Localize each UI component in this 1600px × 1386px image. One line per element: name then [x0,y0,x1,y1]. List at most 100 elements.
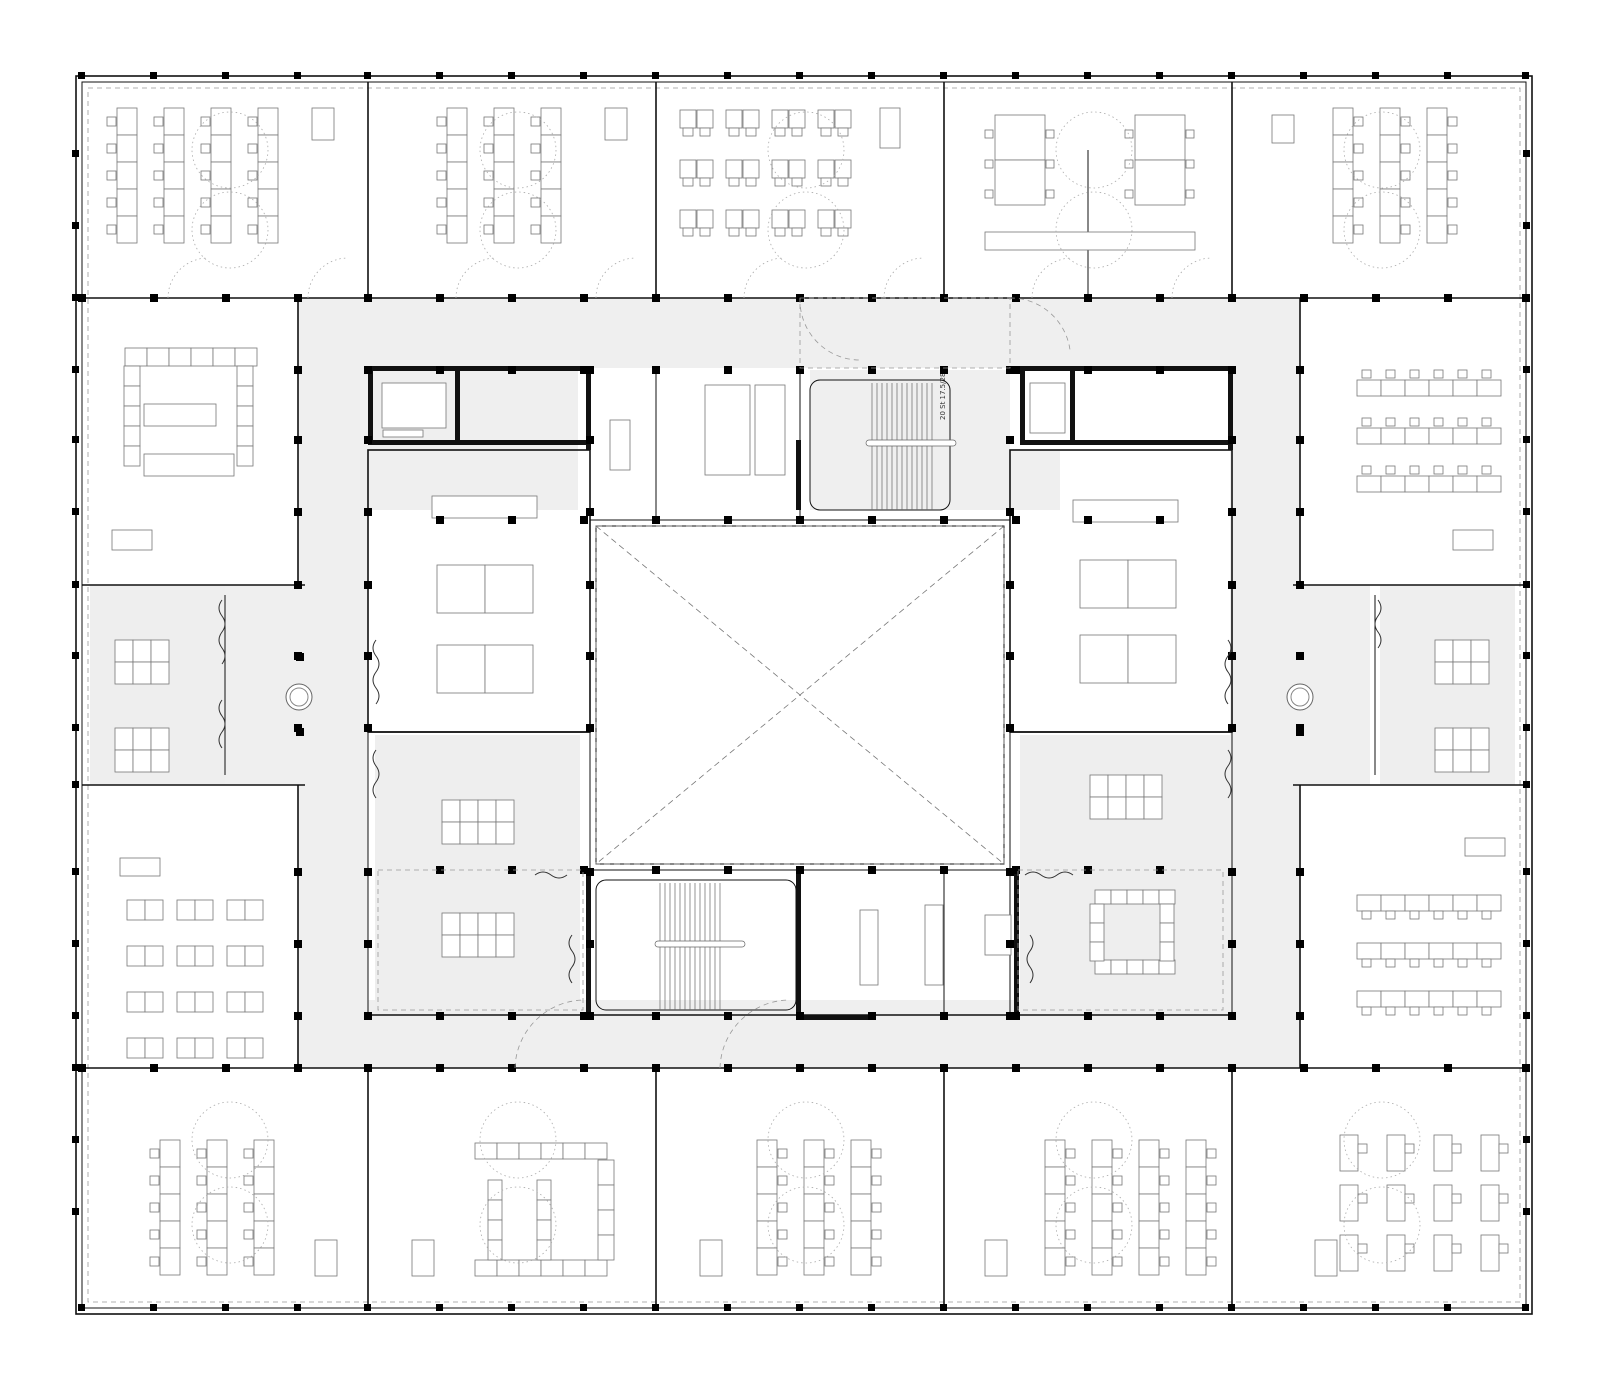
desk [1110,889,1128,905]
chair [153,143,164,154]
desk [176,1037,196,1059]
chair [1159,1148,1170,1159]
desk [1159,903,1175,924]
desk [1107,796,1127,820]
chair [149,1256,160,1267]
desk [1380,942,1406,960]
column [1523,1064,1530,1071]
chair [1185,159,1195,169]
desk [210,134,232,163]
column [1523,940,1530,947]
desk [1404,942,1430,960]
column [1156,516,1164,524]
chair [1481,958,1492,968]
chair [1400,143,1411,154]
desk [411,1239,435,1277]
desk [1452,727,1472,751]
desk [756,1220,778,1249]
desk [1185,1220,1207,1249]
chair [1361,417,1372,427]
chair [1353,170,1364,181]
desk [540,161,562,190]
desk [1452,990,1478,1008]
desk [159,1220,181,1249]
chair [824,1256,835,1267]
chair [1409,369,1420,379]
chair [1385,369,1396,379]
stair-north: 20 St 17.5/28.0 [809,366,957,511]
desk [850,1193,872,1222]
desk [1470,727,1490,751]
desk [441,799,461,823]
desk [1426,134,1448,163]
column [72,652,79,659]
column [796,72,803,79]
desk [1434,639,1454,663]
column [652,866,660,874]
desk [1126,889,1144,905]
chair [1385,465,1396,475]
clearance-circle [1055,191,1133,269]
desk [1138,1247,1160,1276]
desk [1339,1184,1359,1222]
column [1012,1064,1020,1072]
atrium-void [595,525,1005,865]
column [364,868,372,876]
chair [1447,143,1458,154]
column [72,294,79,301]
chair [1451,1193,1462,1204]
desk [1110,959,1128,975]
chair [1498,1193,1509,1204]
curtains [218,599,1382,984]
column [580,72,587,79]
desk [116,107,138,136]
desk [1125,774,1145,798]
column [150,1064,158,1072]
clearance-circle [1343,1186,1421,1264]
desk [236,385,254,407]
desk [1094,959,1112,975]
desk [584,1259,608,1277]
desk [116,188,138,217]
column [294,868,302,876]
desk [536,1219,552,1241]
chair [1065,1202,1076,1213]
desk [725,109,743,129]
column [796,1064,804,1072]
clearance-circle [1055,1186,1133,1264]
column [580,1304,587,1311]
desk [1142,889,1160,905]
desk [834,109,852,129]
column [1006,436,1014,444]
chair [777,1229,788,1240]
desk [756,1247,778,1276]
desk [1380,894,1406,912]
desk [699,1239,723,1277]
desk [756,1166,778,1195]
desk [1332,134,1354,163]
clearance-circle [191,111,269,189]
chair [1481,465,1492,475]
desk [1159,922,1175,943]
desk [1480,1234,1500,1272]
desk [257,134,279,163]
column [1228,1064,1236,1072]
chair [483,197,494,208]
column [508,366,516,374]
chair [791,227,803,237]
clearance-circle [479,111,557,189]
desk [1426,107,1448,136]
column [868,866,876,874]
desk [696,109,714,129]
desk [1356,379,1382,397]
chair [871,1148,882,1159]
column [580,294,588,302]
chair [824,1148,835,1159]
desk [1404,990,1430,1008]
chair [149,1229,160,1240]
desk [1089,796,1109,820]
column [1522,72,1529,79]
desk [1339,1234,1359,1272]
column [940,72,947,79]
column [1523,436,1530,443]
